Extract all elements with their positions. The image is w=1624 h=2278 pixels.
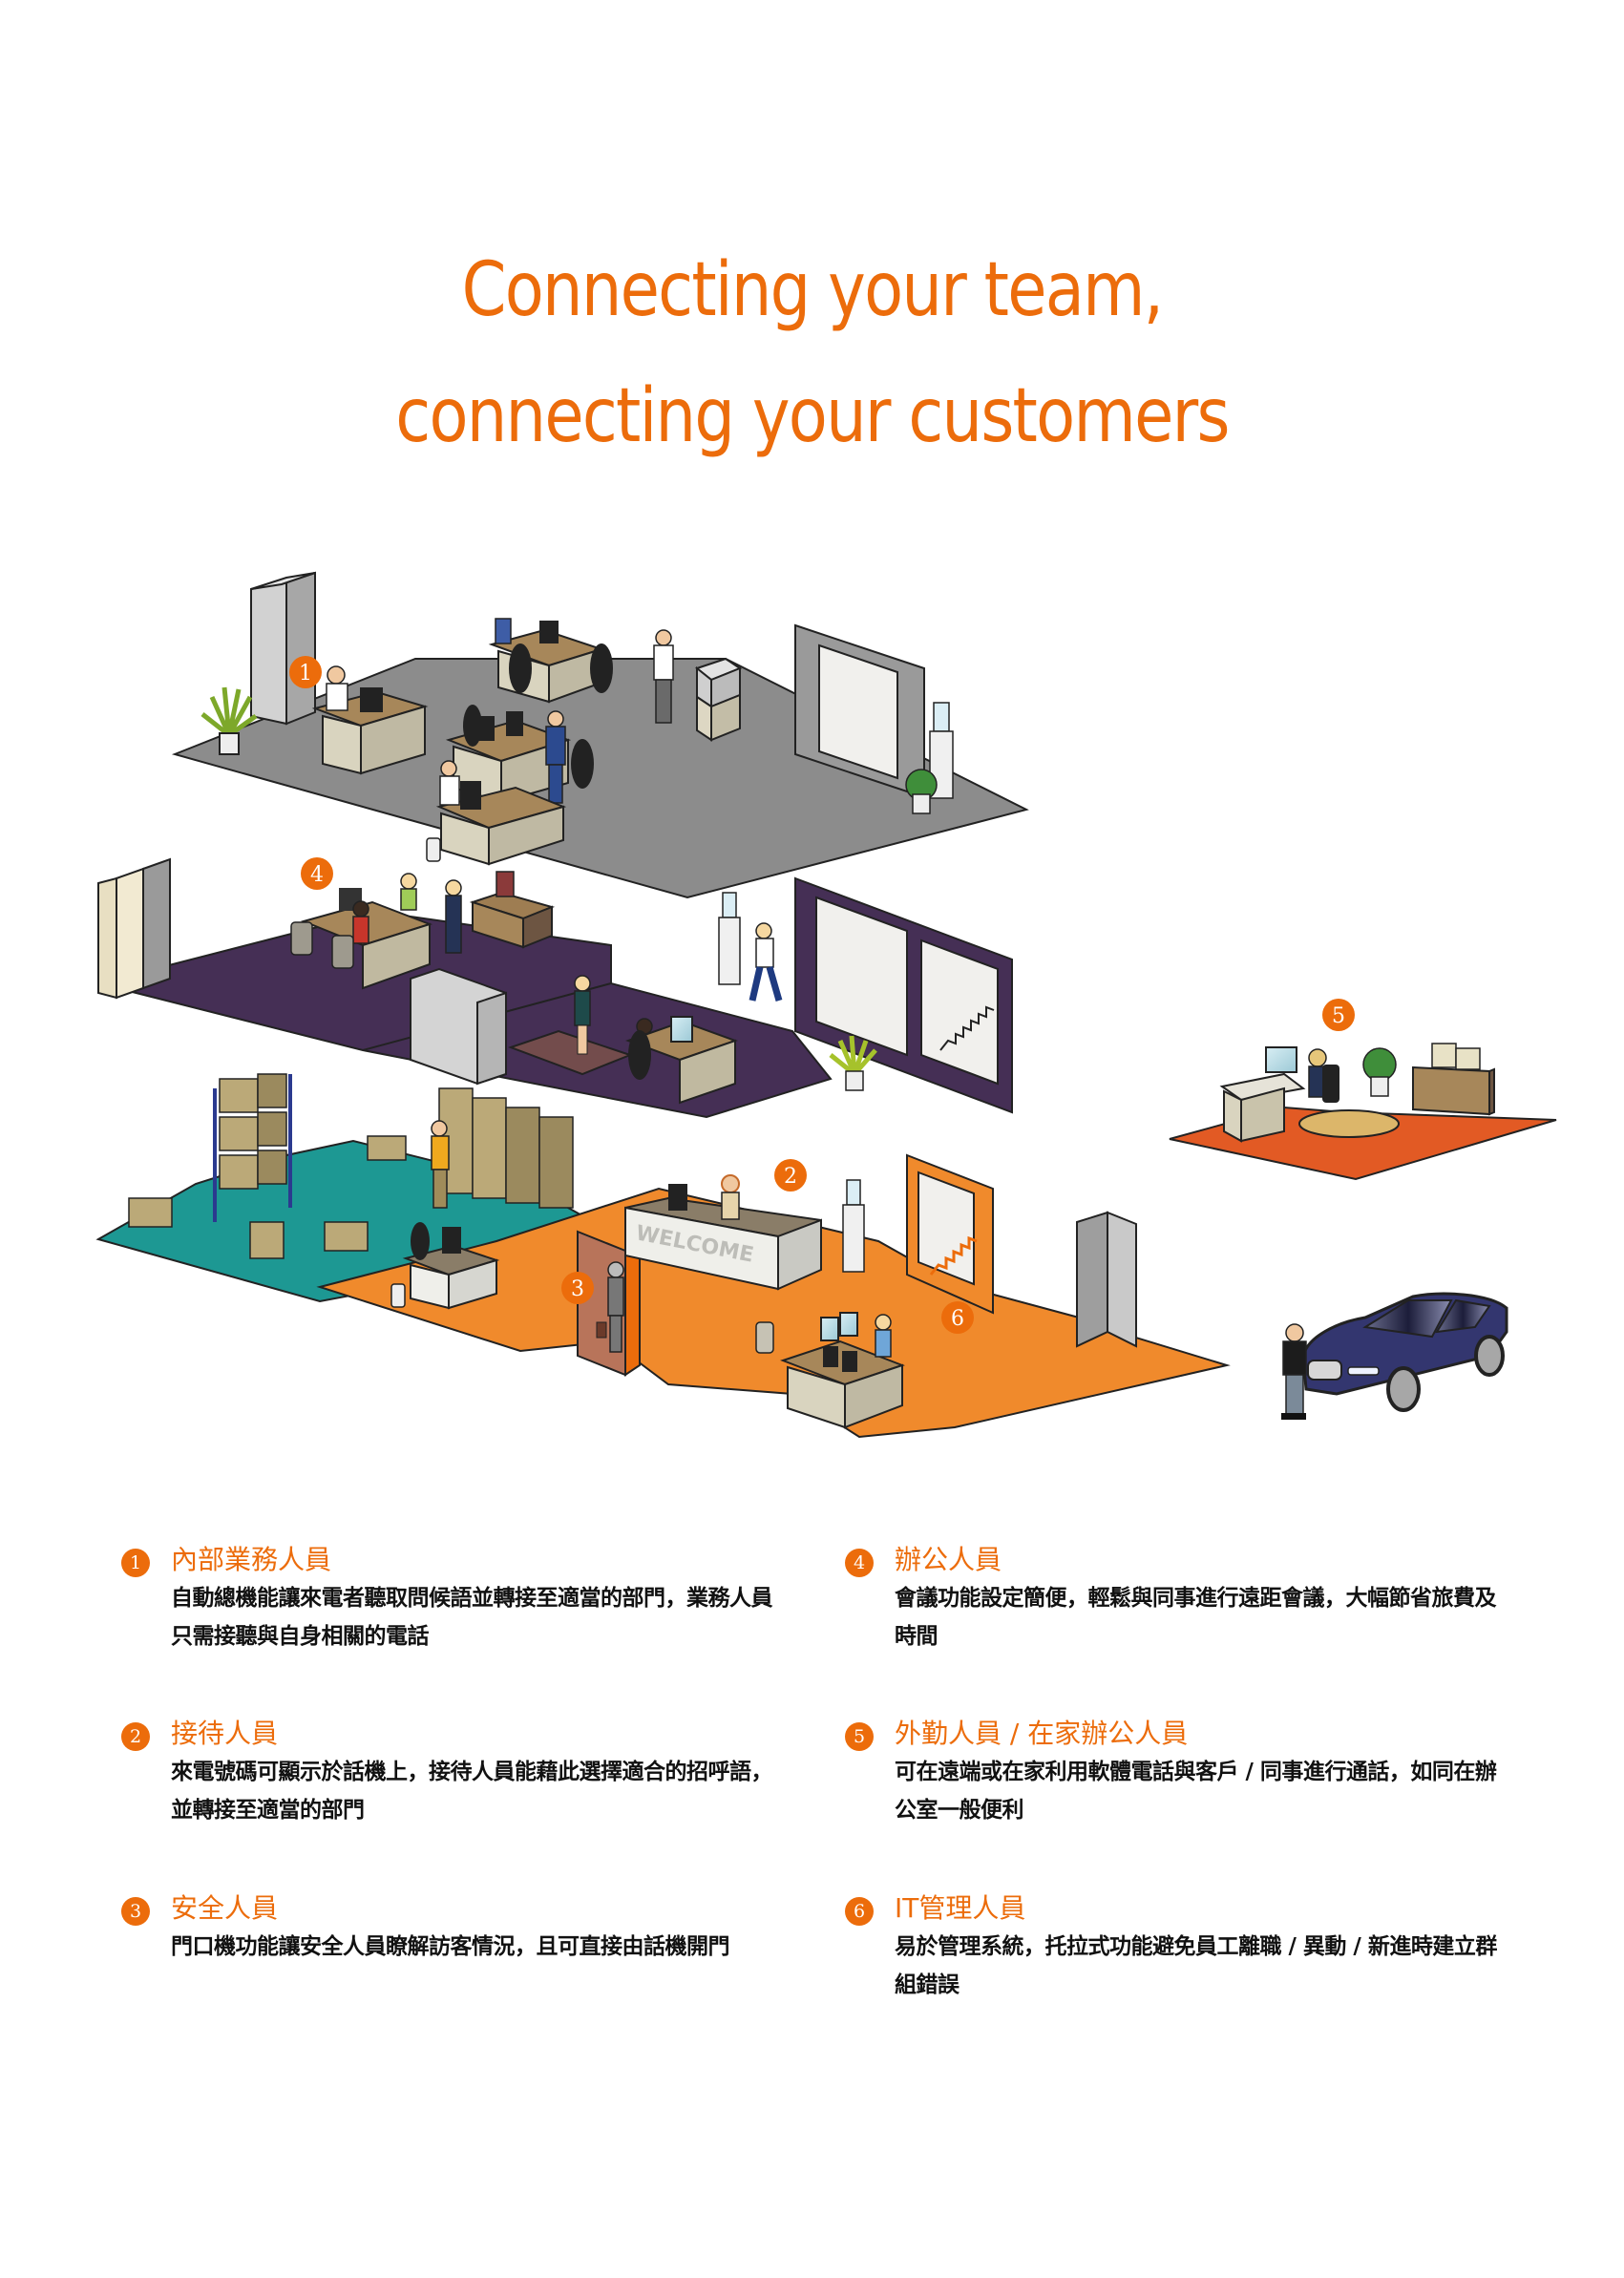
man-on-phone bbox=[1281, 1323, 1307, 1420]
feature-description: 自動總機能讓來電者聽取問候語並轉接至適當的部門，業務人員只需接聽與自身相關的電話 bbox=[171, 1586, 773, 1649]
marker-2-label: 2 bbox=[784, 1165, 797, 1189]
storage-shelf bbox=[213, 1073, 292, 1222]
title-line-1: Connecting your team, bbox=[461, 247, 1165, 333]
number-badge: 2 bbox=[121, 1722, 150, 1751]
sideboard bbox=[469, 871, 556, 949]
feature-description: 可在遠端或在家利用軟體電話與客戶 / 同事進行通話，如同在辦公室一般便利 bbox=[895, 1760, 1497, 1823]
it-desk bbox=[755, 1312, 905, 1429]
feature-title: 接待人員 bbox=[171, 1718, 279, 1749]
marker-4-label: 4 bbox=[310, 863, 324, 887]
number-badge: 4 bbox=[845, 1549, 874, 1577]
remote-desk bbox=[1219, 1046, 1339, 1143]
potted-plant bbox=[905, 769, 938, 814]
ground-floor: WELCOME bbox=[95, 1073, 1231, 1439]
feature-description: 來電號碼可顯示於話機上，接待人員能藉此選擇適合的招呼語，並轉接至適當的部門 bbox=[171, 1760, 773, 1823]
marker-1-label: 1 bbox=[299, 662, 312, 686]
meeting-desk bbox=[290, 873, 462, 990]
remote-plant bbox=[1362, 1047, 1397, 1097]
marker-5[interactable]: 5 bbox=[1322, 999, 1355, 1031]
feature-title: IT管理人員 bbox=[895, 1892, 1026, 1924]
number-badge: 1 bbox=[121, 1549, 150, 1577]
server-cabinet bbox=[1076, 1211, 1137, 1348]
number-badge: 5 bbox=[845, 1722, 874, 1751]
plant-2 bbox=[829, 1035, 877, 1091]
car-scene bbox=[1281, 1292, 1508, 1420]
stairwell bbox=[906, 1153, 994, 1315]
desk-2 bbox=[488, 618, 613, 704]
desk-4 bbox=[625, 1016, 738, 1105]
marker-6[interactable]: 6 bbox=[941, 1301, 974, 1334]
office-illustration: WELCOME bbox=[95, 571, 1557, 1439]
marker-5-label: 5 bbox=[1332, 1004, 1345, 1028]
marker-2[interactable]: 2 bbox=[774, 1159, 807, 1192]
water-cooler-3 bbox=[842, 1179, 865, 1273]
desk-5 bbox=[390, 1222, 500, 1310]
water-cooler-2 bbox=[718, 892, 741, 985]
feature-title: 內部業務人員 bbox=[171, 1544, 332, 1575]
warehouse-worker bbox=[431, 1120, 450, 1209]
reception-counter: WELCOME bbox=[624, 1174, 822, 1291]
remote-cabinet bbox=[1412, 1043, 1495, 1116]
marker-1[interactable]: 1 bbox=[289, 656, 322, 688]
water-cooler bbox=[929, 702, 954, 799]
marker-3[interactable]: 3 bbox=[561, 1272, 594, 1304]
marker-3-label: 3 bbox=[571, 1277, 584, 1301]
plant bbox=[200, 686, 258, 755]
standing-man bbox=[653, 629, 674, 724]
feature-description: 門口機功能讓安全人員瞭解訪客情況，且可直接由話機開門 bbox=[171, 1934, 730, 1959]
feature-title: 外勤人員 / 在家辦公人員 bbox=[895, 1718, 1189, 1749]
middle-floor bbox=[97, 857, 1013, 1119]
feature-title: 安全人員 bbox=[171, 1892, 279, 1924]
page-title: Connecting your team, connecting your cu… bbox=[114, 227, 1510, 479]
feature-title: 辦公人員 bbox=[895, 1544, 1002, 1575]
desk-3 bbox=[426, 760, 567, 866]
car bbox=[1301, 1292, 1508, 1412]
woman-standing bbox=[574, 975, 591, 1055]
marker-6-label: 6 bbox=[951, 1307, 964, 1331]
cabinet bbox=[250, 571, 316, 726]
number-badge: 6 bbox=[845, 1897, 874, 1926]
feature-description: 易於管理系統，托拉式功能避免員工離職 / 異動 / 新進時建立群組錯誤 bbox=[895, 1934, 1497, 1997]
wardrobe bbox=[97, 857, 171, 1000]
number-badge: 3 bbox=[121, 1897, 150, 1926]
walking-man bbox=[749, 922, 783, 1002]
feature-description: 會議功能設定簡便，輕鬆與同事進行遠距會議，大幅節省旅費及時間 bbox=[895, 1586, 1497, 1649]
marker-4[interactable]: 4 bbox=[301, 857, 333, 890]
desk-1 bbox=[311, 665, 429, 775]
remote-office bbox=[1169, 1043, 1557, 1181]
top-floor bbox=[171, 571, 1029, 899]
desk-cluster bbox=[445, 705, 594, 822]
partition bbox=[410, 967, 507, 1086]
elevator-wall bbox=[794, 623, 925, 799]
security-door bbox=[577, 1230, 641, 1377]
printer bbox=[694, 657, 743, 742]
title-line-2: connecting your customers bbox=[395, 373, 1230, 459]
